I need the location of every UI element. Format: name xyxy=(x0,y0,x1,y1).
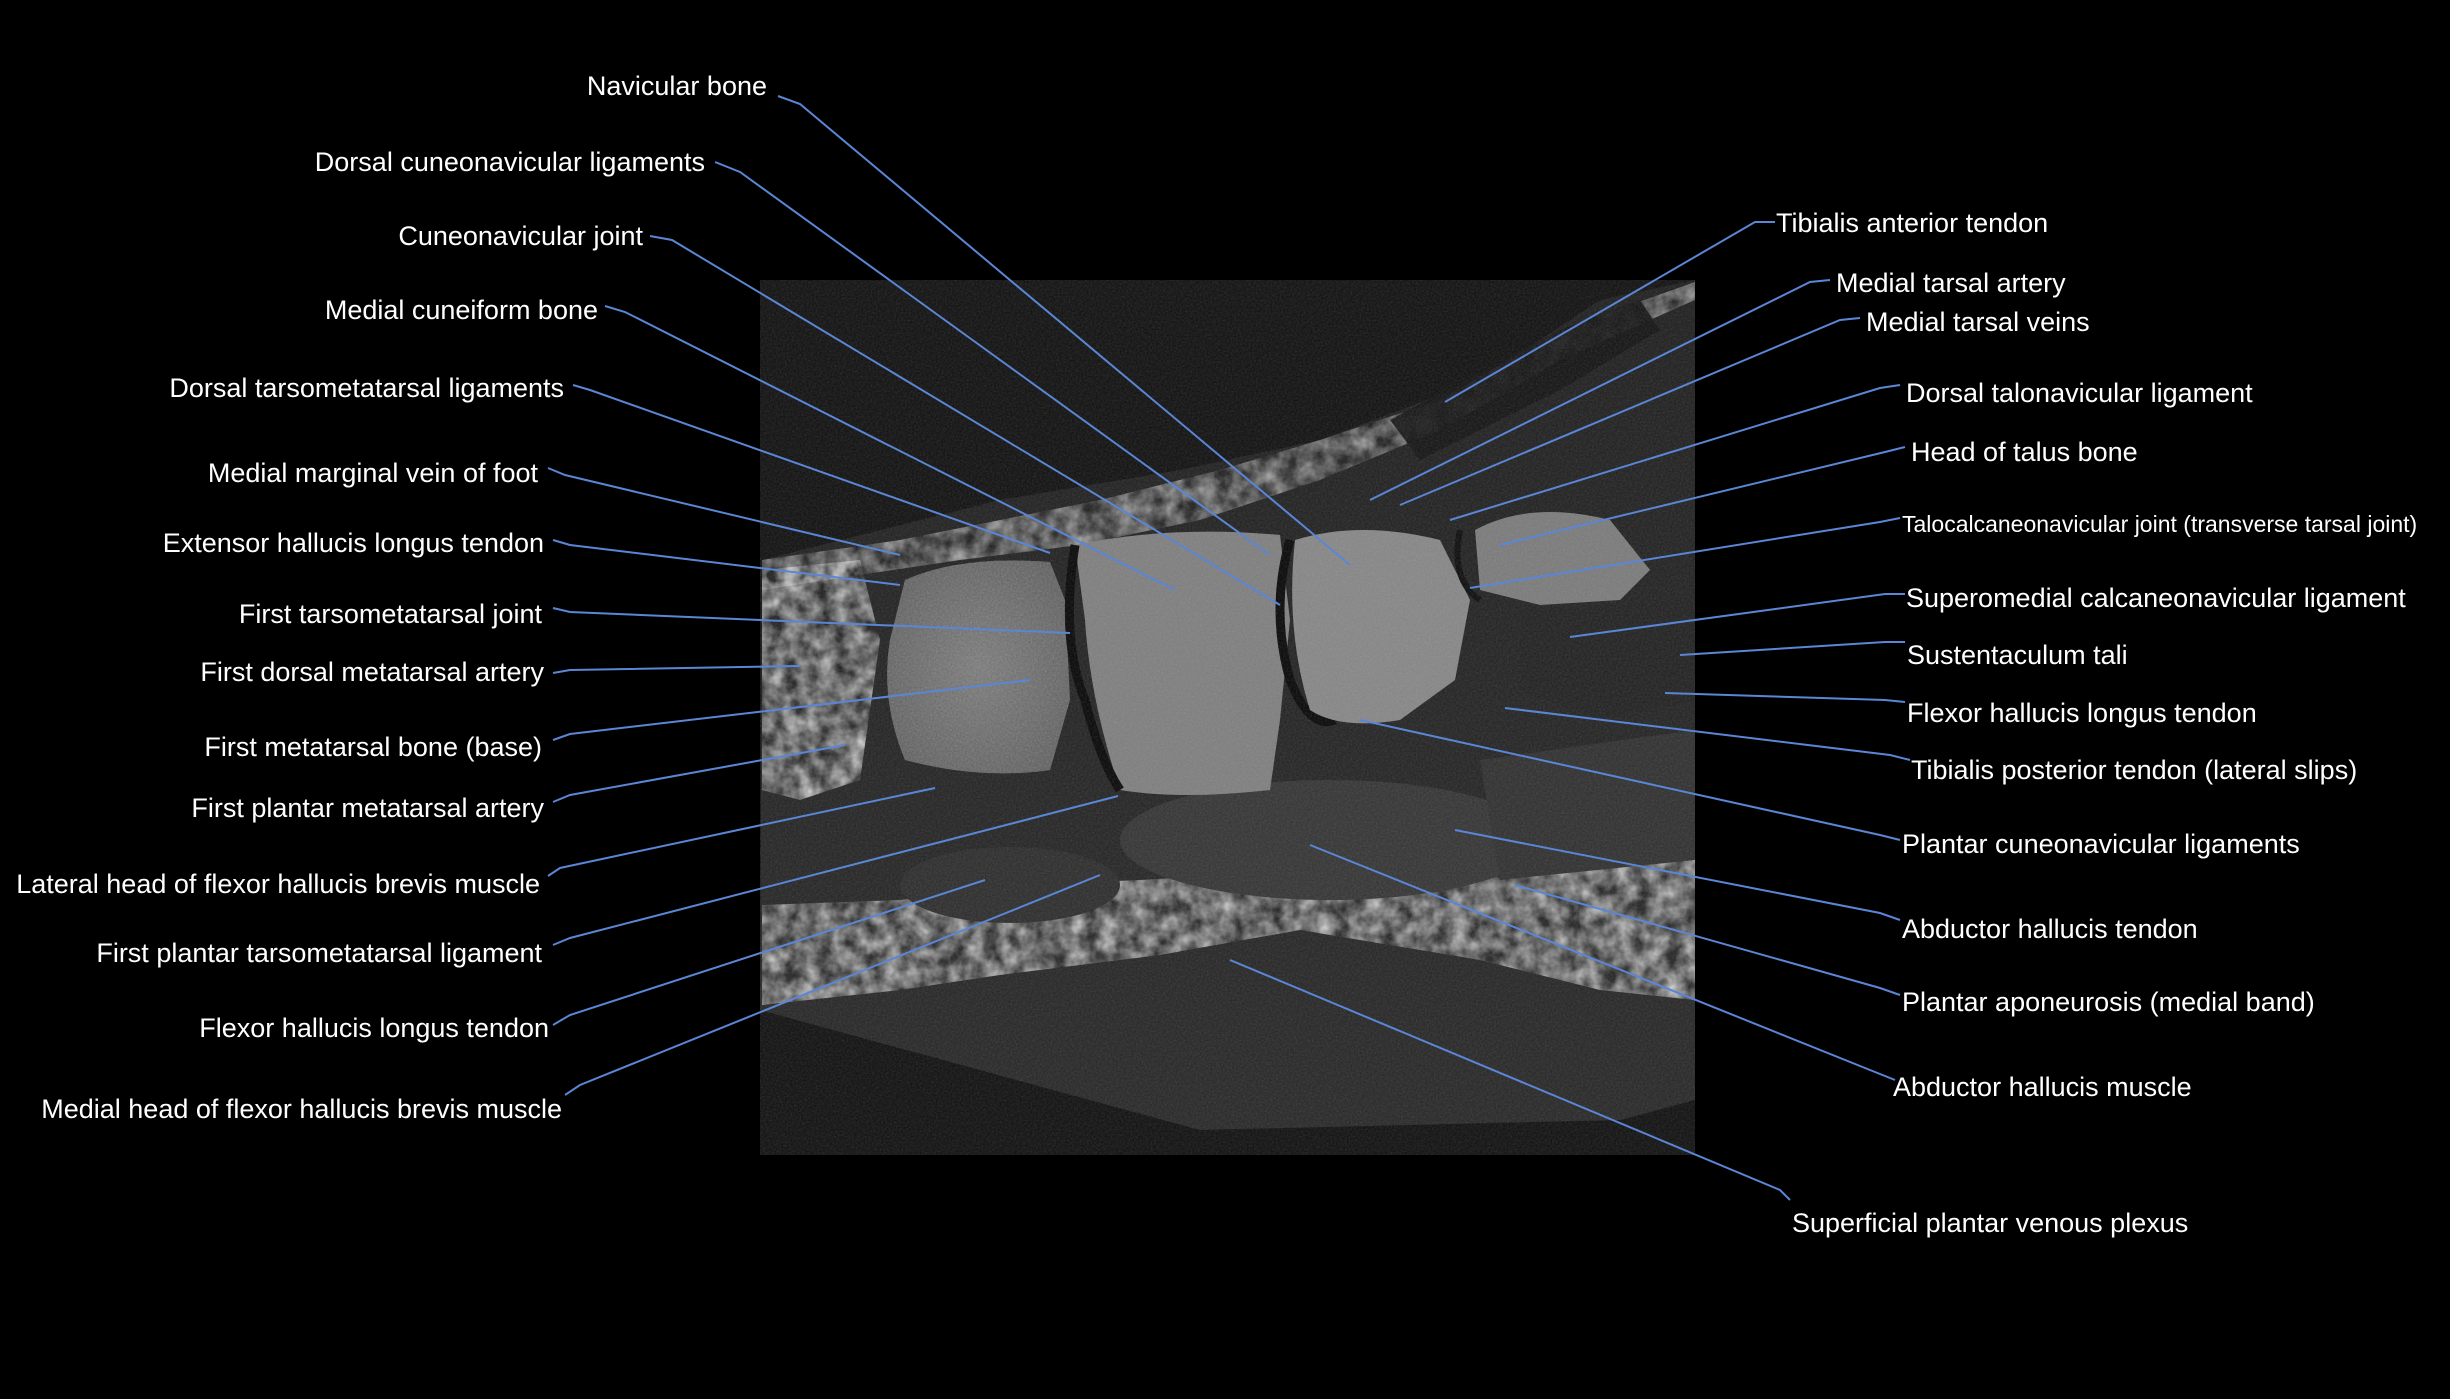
label-dorsal-cuneonavicular-ligaments: Dorsal cuneonavicular ligaments xyxy=(314,147,705,177)
label-tibialis-posterior-tendon: Tibialis posterior tendon (lateral slips… xyxy=(1911,755,2358,785)
label-head-of-talus-bone: Head of talus bone xyxy=(1911,437,2138,467)
label-extensor-hallucis-longus-tendon: Extensor hallucis longus tendon xyxy=(162,528,544,558)
label-first-metatarsal-bone-base: First metatarsal bone (base) xyxy=(204,732,542,762)
mri-noise xyxy=(760,280,1695,1155)
label-cuneonavicular-joint: Cuneonavicular joint xyxy=(398,221,643,251)
label-medial-marginal-vein-of-foot: Medial marginal vein of foot xyxy=(207,458,538,488)
label-fhl-tendon-left: Flexor hallucis longus tendon xyxy=(199,1013,549,1043)
label-plantar-aponeurosis: Plantar aponeurosis (medial band) xyxy=(1902,987,2315,1017)
label-tibialis-anterior-tendon: Tibialis anterior tendon xyxy=(1776,208,2049,238)
label-dorsal-tarsometatarsal-ligaments: Dorsal tarsometatarsal ligaments xyxy=(169,373,564,403)
label-superficial-plantar-venous-plexus: Superficial plantar venous plexus xyxy=(1792,1208,2189,1238)
label-dorsal-talonavicular-ligament: Dorsal talonavicular ligament xyxy=(1906,378,2253,408)
label-first-plantar-metatarsal-artery: First plantar metatarsal artery xyxy=(191,793,544,823)
label-medial-head-fhb: Medial head of flexor hallucis brevis mu… xyxy=(41,1094,562,1124)
label-medial-tarsal-veins: Medial tarsal veins xyxy=(1866,307,2090,337)
label-plantar-cuneonavicular-ligaments: Plantar cuneonavicular ligaments xyxy=(1902,829,2300,859)
label-first-tarsometatarsal-joint: First tarsometatarsal joint xyxy=(238,599,542,629)
label-talocalcaneonavicular-joint: Talocalcaneonavicular joint (transverse … xyxy=(1902,511,2418,537)
label-navicular-bone: Navicular bone xyxy=(586,71,767,101)
label-lateral-head-fhb: Lateral head of flexor hallucis brevis m… xyxy=(16,869,540,899)
label-first-plantar-tmt-ligament: First plantar tarsometatarsal ligament xyxy=(96,938,542,968)
label-fhl-tendon-right: Flexor hallucis longus tendon xyxy=(1907,698,2257,728)
label-abductor-hallucis-tendon: Abductor hallucis tendon xyxy=(1902,914,2198,944)
label-first-dorsal-metatarsal-artery: First dorsal metatarsal artery xyxy=(200,657,544,687)
label-medial-cuneiform-bone: Medial cuneiform bone xyxy=(324,295,598,325)
label-superomedial-calcaneonavicular-ligament: Superomedial calcaneonavicular ligament xyxy=(1906,583,2406,613)
label-abductor-hallucis-muscle: Abductor hallucis muscle xyxy=(1893,1072,2192,1102)
label-sustentaculum-tali: Sustentaculum tali xyxy=(1907,640,2128,670)
label-medial-tarsal-artery: Medial tarsal artery xyxy=(1836,268,2066,298)
